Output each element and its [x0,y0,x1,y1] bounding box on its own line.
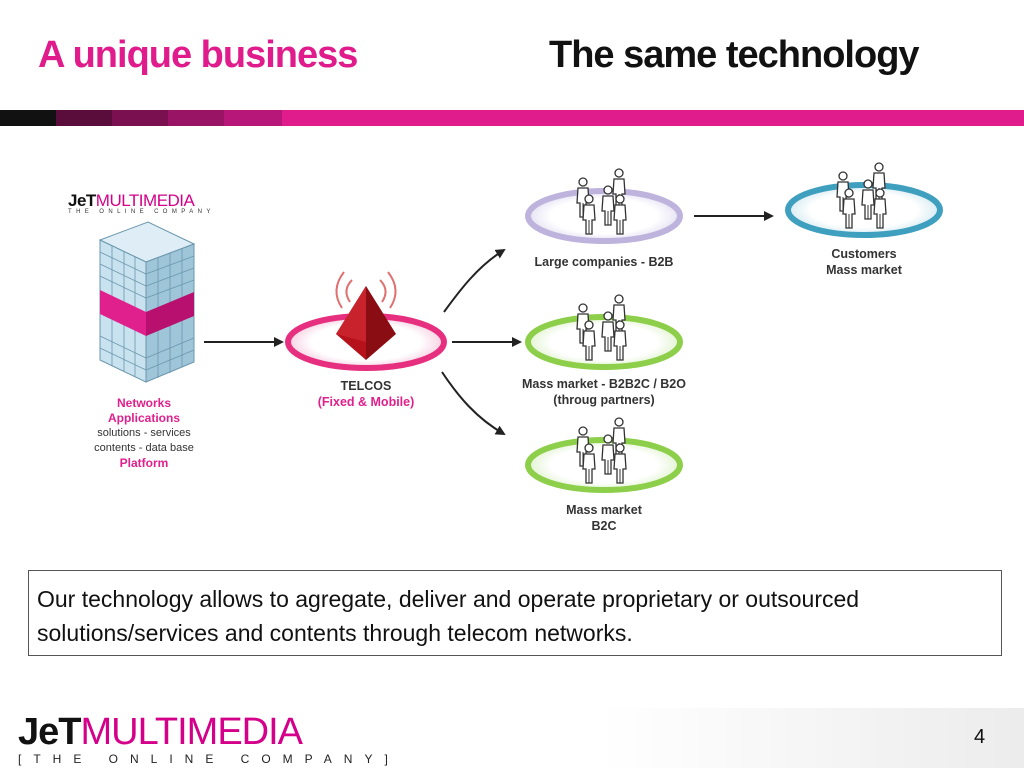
b2c-line1: Mass market [566,503,642,517]
band-segment-2 [112,110,168,126]
platform-solutions-label: solutions - services [97,427,191,439]
customers-line1: Customers [831,247,897,261]
footer-gradient [600,708,1024,768]
customers-label: Customers Mass market [794,246,934,278]
b2b2c-node [525,295,683,370]
signal-waves-icon [335,271,397,309]
b2c-line2: B2C [591,519,617,533]
footer-jet-multimedia-logo: JeTMULTIMEDIA [THE ONLINE COMPANY] [18,711,400,766]
band-segment-1 [56,110,112,126]
telcos-name: TELCOS [340,379,392,393]
customers-node [785,163,943,238]
platform-networks-label: Networks [116,396,172,410]
b2b2c-line2: (throug partners) [553,393,655,407]
band-segment-main [282,110,1024,126]
arrow-telcos-to-b2b [443,248,506,313]
b2c-node [525,418,683,493]
b2b2c-line1: Mass market - B2B2C / B2O [522,377,686,391]
arrow-telcos-to-b2c [441,371,506,435]
b2c-label: Mass market B2C [534,502,674,534]
band-segment-dark [0,110,56,126]
telcos-label: TELCOS (Fixed & Mobile) [296,378,436,410]
b2b2c-label: Mass market - B2B2C / B2O (throug partne… [494,376,714,408]
title-same-technology: The same technology [549,34,920,76]
description-box: Our technology allows to agregate, deliv… [28,570,1002,656]
platform-labels: Networks Applications solutions - servic… [74,396,214,471]
platform-contents-label: contents - data base [94,442,194,454]
b2b-node [525,169,683,244]
telcos-node [285,271,447,371]
page-number: 4 [974,726,986,748]
title-a-unique-business: A unique business [38,34,358,76]
platform-building-icon [98,221,196,383]
platform-platform-label: Platform [119,456,169,470]
band-segment-3 [168,110,224,126]
diagram-jet-multimedia-logo: JeTMULTIMEDIA THE ONLINE COMPANY [68,191,215,215]
customers-line2: Mass market [826,263,902,277]
b2b-label: Large companies - B2B [534,255,674,269]
telcos-sub: (Fixed & Mobile) [317,395,415,409]
band-segment-4 [224,110,282,126]
header-color-band [0,110,1024,126]
platform-applications-label: Applications [107,411,180,425]
